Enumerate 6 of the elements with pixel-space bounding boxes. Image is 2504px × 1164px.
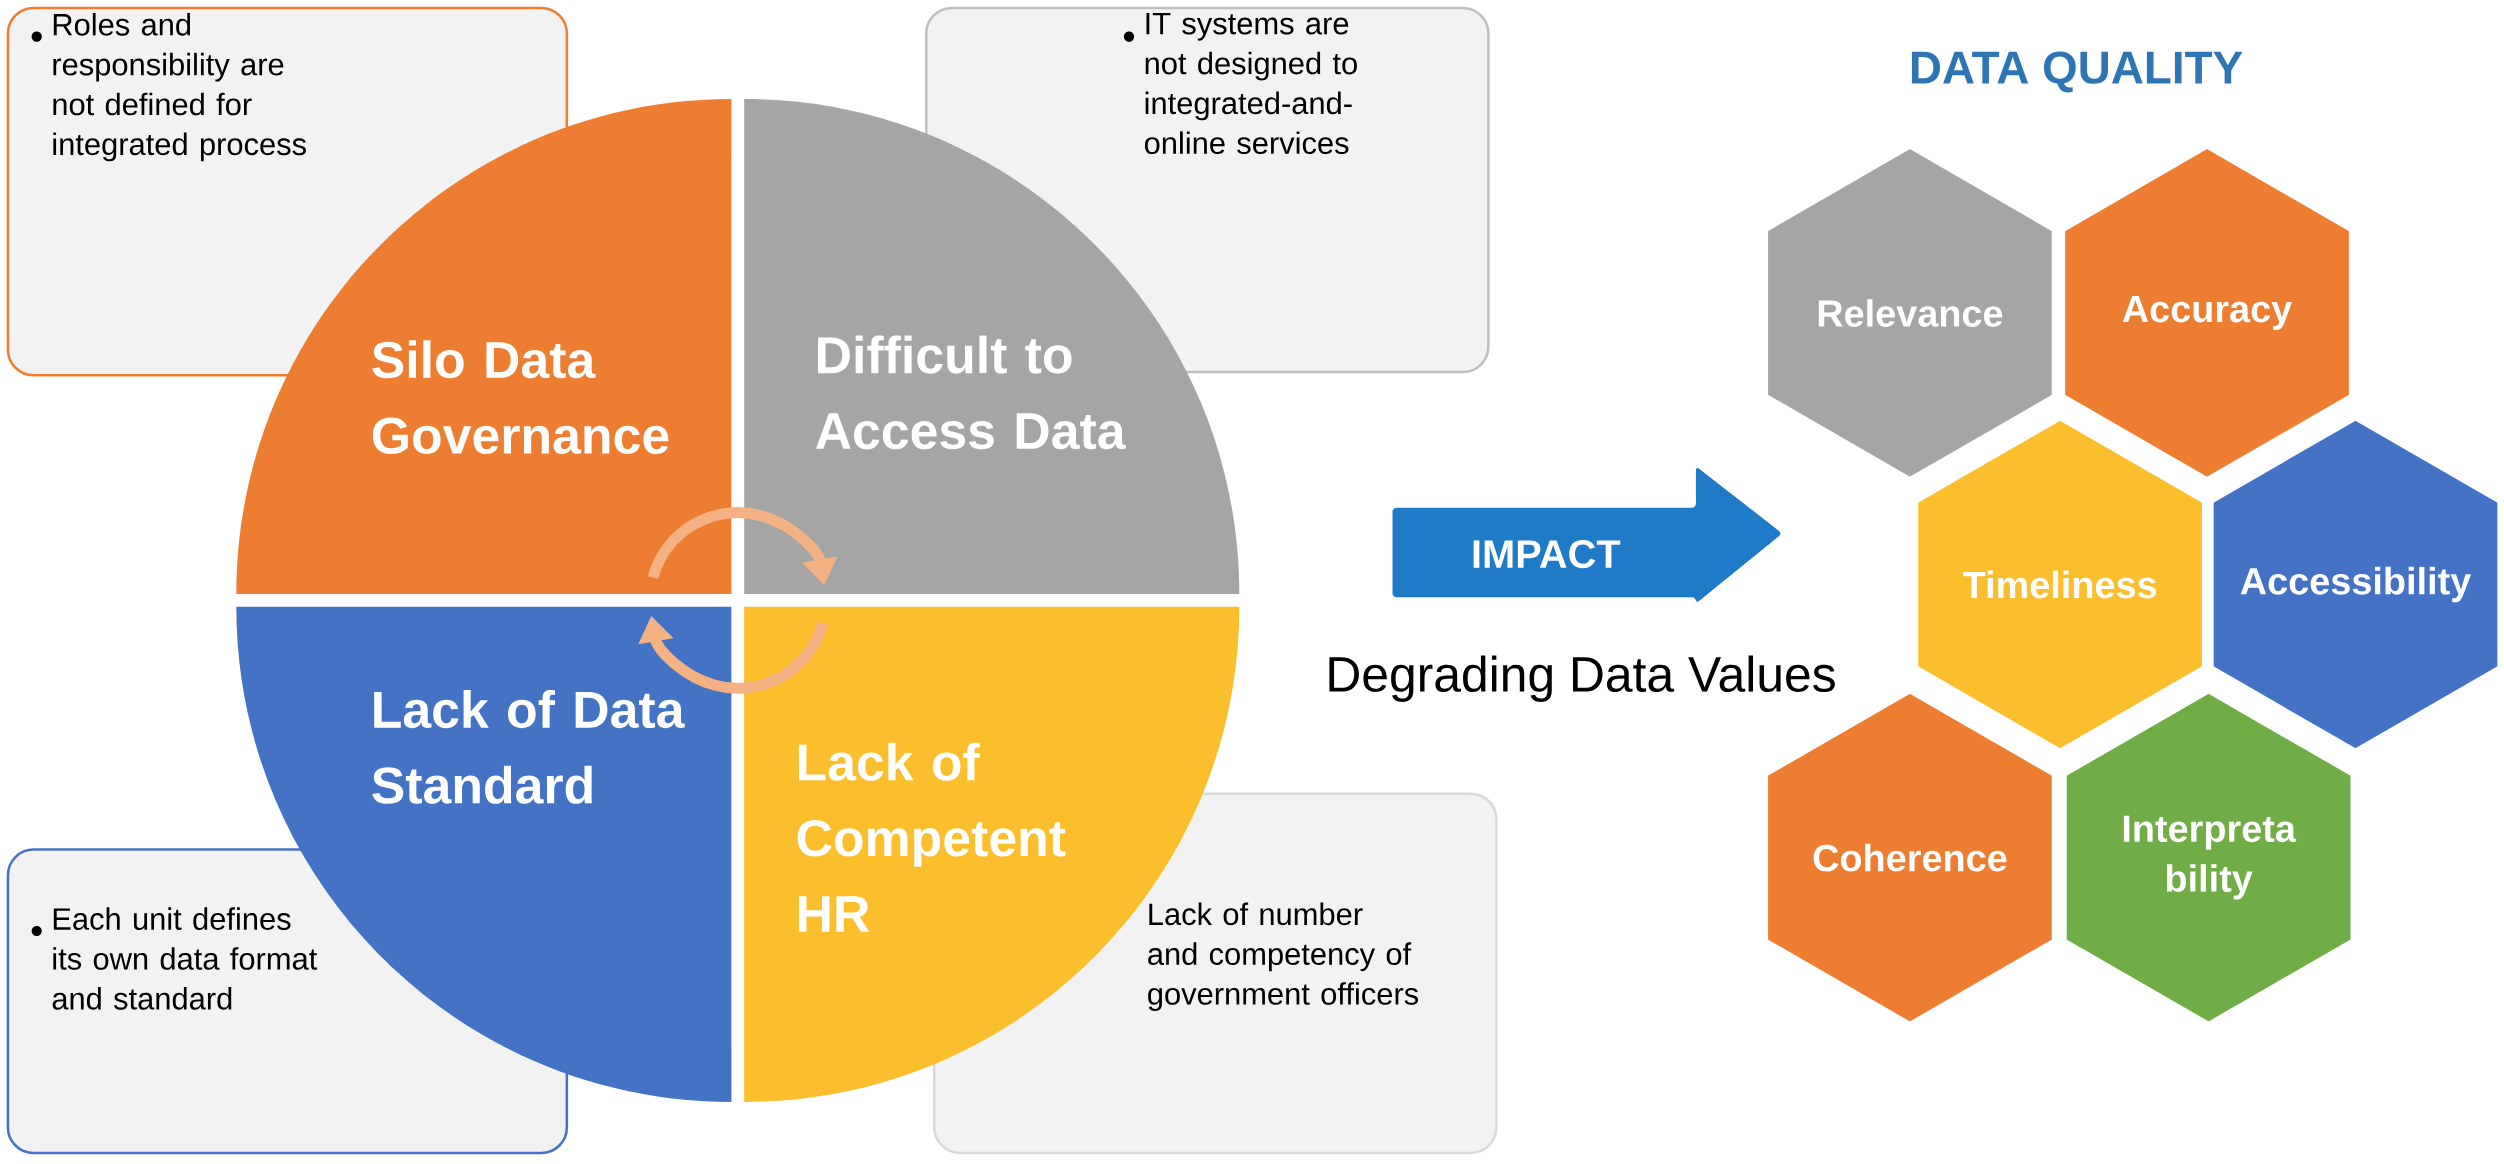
- hexagon: Accuracy: [2061, 144, 2353, 482]
- hexagon: Interpreta bility: [2062, 689, 2355, 1026]
- hexagon: Accessibility: [2209, 416, 2502, 753]
- hexagon: Relevance: [1764, 144, 2056, 482]
- hexagon: Timeliness: [1914, 416, 2206, 753]
- heading: DATA QUALITY: [1911, 51, 2243, 93]
